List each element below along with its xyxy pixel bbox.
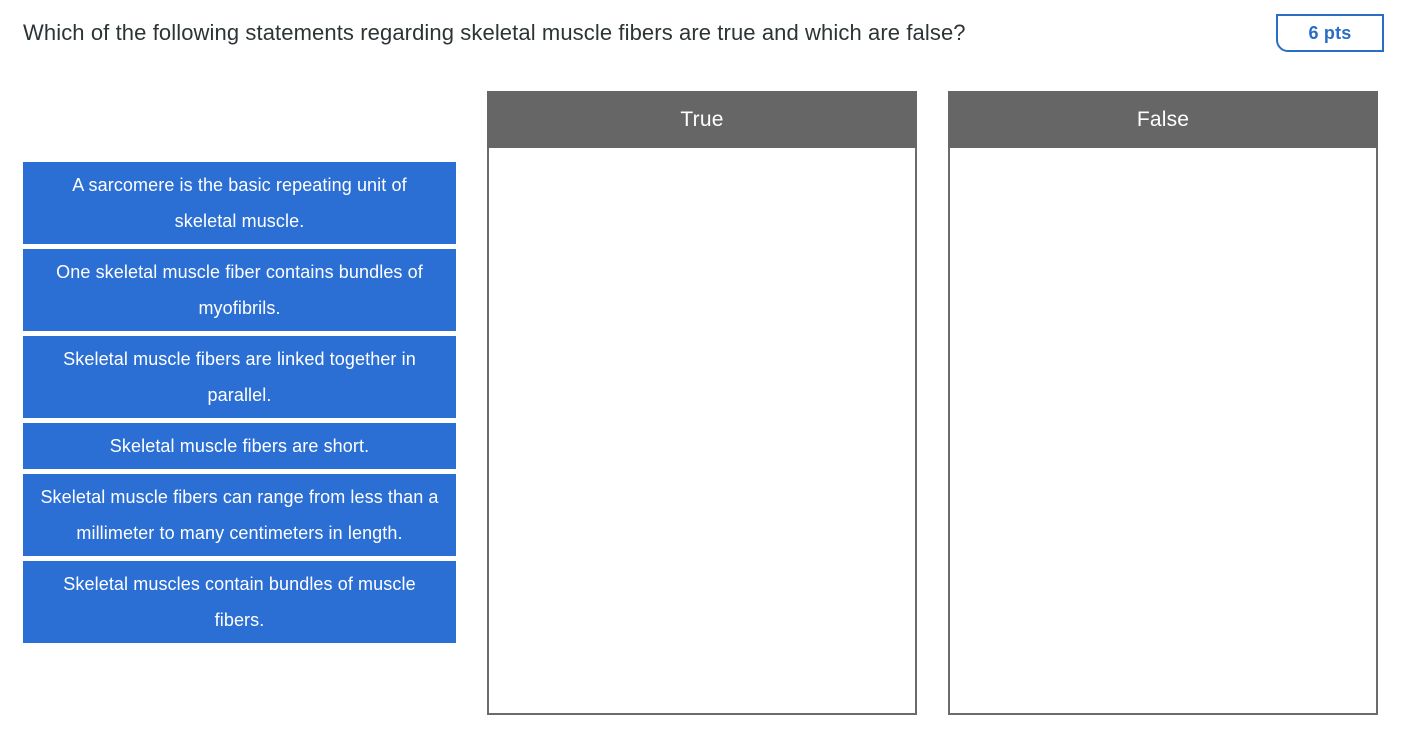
answer-tile[interactable]: Skeletal muscles contain bundles of musc…: [23, 561, 456, 643]
answer-tile[interactable]: A sarcomere is the basic repeating unit …: [23, 162, 456, 244]
dropzone-header-true: True: [487, 91, 917, 148]
answer-tile[interactable]: Skeletal muscle fibers are short.: [23, 423, 456, 469]
page-title: Which of the following statements regard…: [23, 20, 966, 45]
answer-bank: A sarcomere is the basic repeating unit …: [23, 162, 456, 648]
question-header: Which of the following statements regard…: [0, 0, 1402, 66]
answer-tile[interactable]: Skeletal muscle fibers are linked togeth…: [23, 336, 456, 418]
dropzone-true[interactable]: True: [487, 91, 917, 715]
dropzone-body-true[interactable]: [487, 148, 917, 715]
points-badge-label: 6 pts: [1308, 22, 1352, 43]
answer-tile[interactable]: Skeletal muscle fibers can range from le…: [23, 474, 456, 556]
dropzone-body-false[interactable]: [948, 148, 1378, 715]
points-badge: 6 pts: [1276, 14, 1384, 52]
answer-tile[interactable]: One skeletal muscle fiber contains bundl…: [23, 249, 456, 331]
dropzone-false[interactable]: False: [948, 91, 1378, 715]
dropzone-header-false: False: [948, 91, 1378, 148]
